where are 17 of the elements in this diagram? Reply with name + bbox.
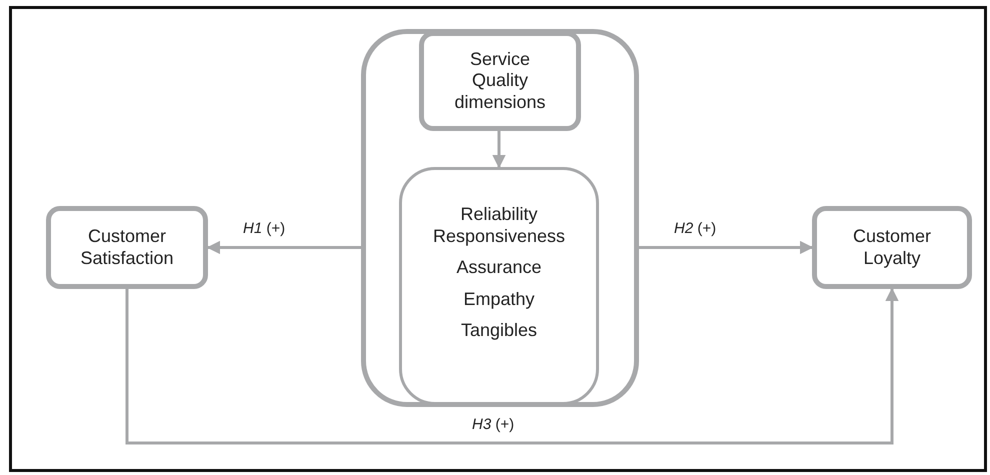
node-text: Responsiveness — [432, 226, 566, 248]
node-text: Customer Satisfaction — [79, 226, 175, 270]
node-text: Empathy — [463, 288, 535, 310]
node-text: Tangibles — [460, 320, 538, 342]
construct-box — [812, 206, 972, 289]
concept-box — [419, 31, 581, 131]
node-text: Service Quality dimensions — [453, 48, 547, 114]
node-text: Assurance — [456, 257, 542, 279]
arrow — [126, 288, 899, 444]
dimensions-box — [399, 167, 599, 405]
arrow — [206, 240, 361, 254]
arrow — [492, 131, 506, 168]
arrow — [639, 240, 814, 254]
construct-box — [46, 206, 208, 289]
node-text: Reliability — [460, 204, 538, 226]
node-text: Customer Loyalty — [852, 226, 932, 270]
group-box — [361, 29, 639, 407]
